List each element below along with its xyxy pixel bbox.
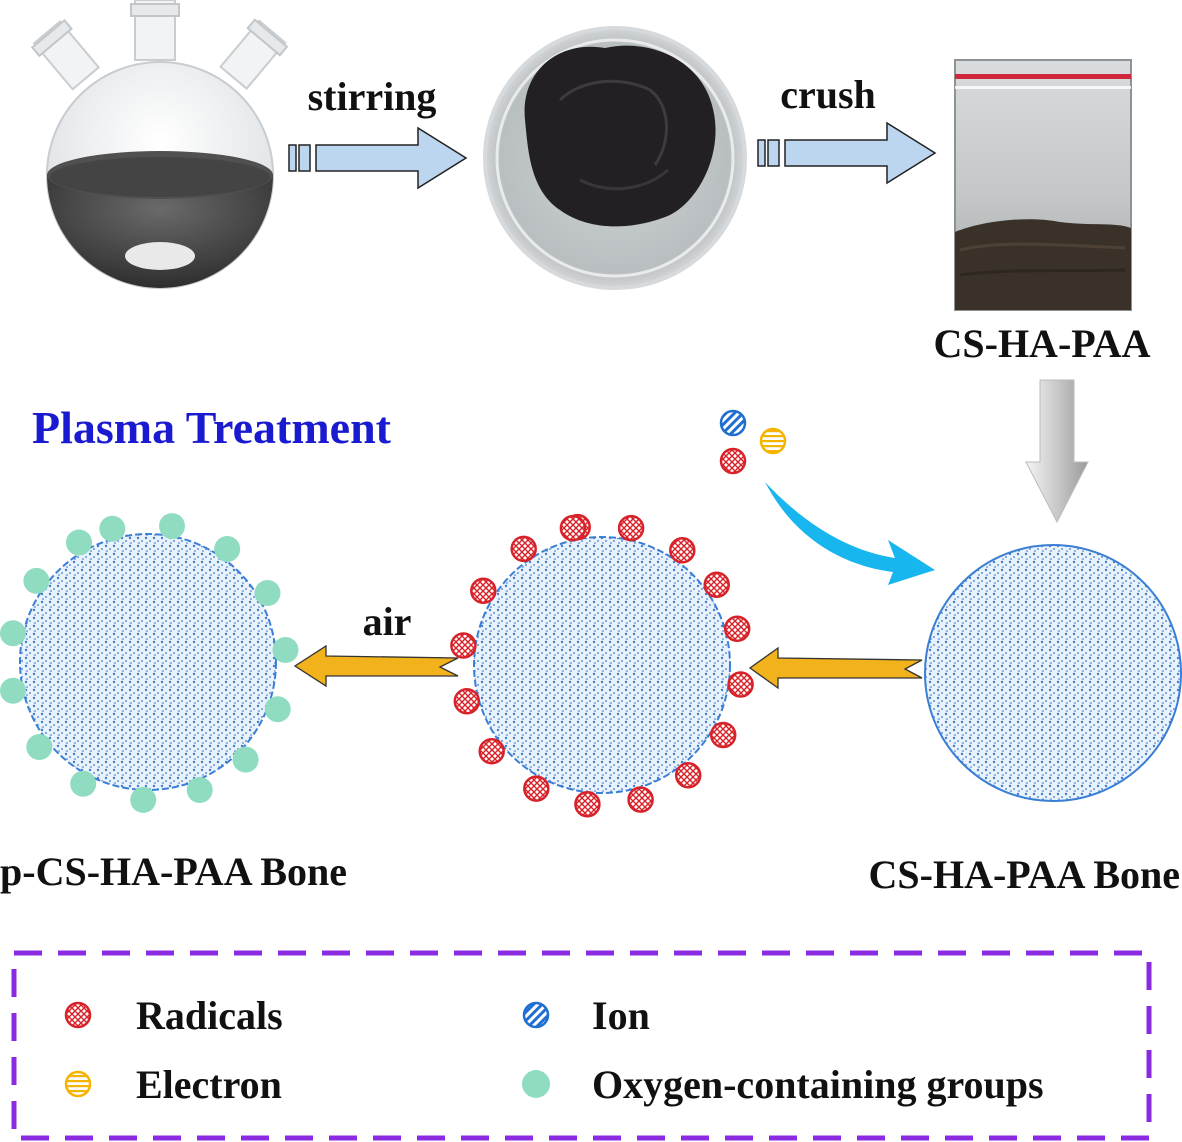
radical-marker [709,721,737,749]
radical-marker [669,537,696,564]
legend-electron-icon [64,1070,92,1098]
radical-marker [470,577,497,605]
radical-marker [559,514,587,542]
legend-oxygen-label: Oxygen-containing groups [592,1062,1044,1107]
radical-marker [627,786,654,813]
radical-marker [674,762,702,789]
radical-marker [450,632,477,659]
oxygen-marker [272,637,299,663]
oxygen-marker [232,746,259,773]
bone-particle-radicals [450,513,754,818]
bone-particle-oxygen [0,513,299,813]
oxygen-marker [130,786,157,813]
legend-oxygen-icon [522,1070,550,1098]
electron-icon [759,427,787,455]
down-arrow [1025,379,1089,524]
oxygen-marker [70,770,97,797]
oxygen-marker [99,515,126,542]
oxygen-marker [0,677,26,704]
oxygen-marker [159,513,185,540]
air-arrow [293,644,459,688]
three-neck-flask-icon [30,0,289,289]
plasma-treatment-title: Plasma Treatment [32,402,392,453]
legend-ion-icon [522,1001,550,1029]
sample-bag-icon [954,59,1132,311]
radical-marker [510,535,537,563]
legend-radical-icon [64,1001,92,1029]
radical-marker [723,615,751,643]
air-label: air [363,599,412,644]
oxygen-marker [214,536,241,562]
product-label: CS-HA-PAA [933,321,1150,366]
oxygen-marker [66,529,92,556]
plasma-arrow [765,482,935,585]
oxygen-marker [23,567,50,594]
oxygen-marker [254,580,281,606]
ion-icon [719,409,747,437]
bone-right-label: CS-HA-PAA Bone [869,852,1180,897]
oxygen-marker [186,777,213,803]
treatment-arrow [748,646,923,690]
oxygen-marker [0,620,26,647]
legend: Radicals Ion Electron Oxygen-containing … [11,950,1152,1141]
bone-left-label: p-CS-HA-PAA Bone [0,849,347,894]
oxygen-marker [26,734,53,760]
radical-marker [617,514,645,542]
radical-marker [727,671,754,698]
stirring-arrow [288,126,468,190]
stirring-label: stirring [308,74,437,119]
oxygen-ring [0,513,299,813]
radical-icon [719,447,747,475]
crush-arrow [757,121,937,185]
radical-marker [478,737,505,765]
oxygen-marker [264,696,291,723]
radical-marker [453,687,481,715]
radical-marker [574,790,601,818]
crush-label: crush [780,72,876,117]
bone-particle-untreated [924,544,1182,802]
legend-radicals-label: Radicals [136,993,283,1038]
radical-ring [450,513,754,818]
legend-ion-label: Ion [592,993,650,1038]
petri-dish-icon [483,26,747,290]
radical-marker [523,775,550,802]
radical-marker [703,571,730,598]
legend-electron-label: Electron [136,1062,282,1107]
